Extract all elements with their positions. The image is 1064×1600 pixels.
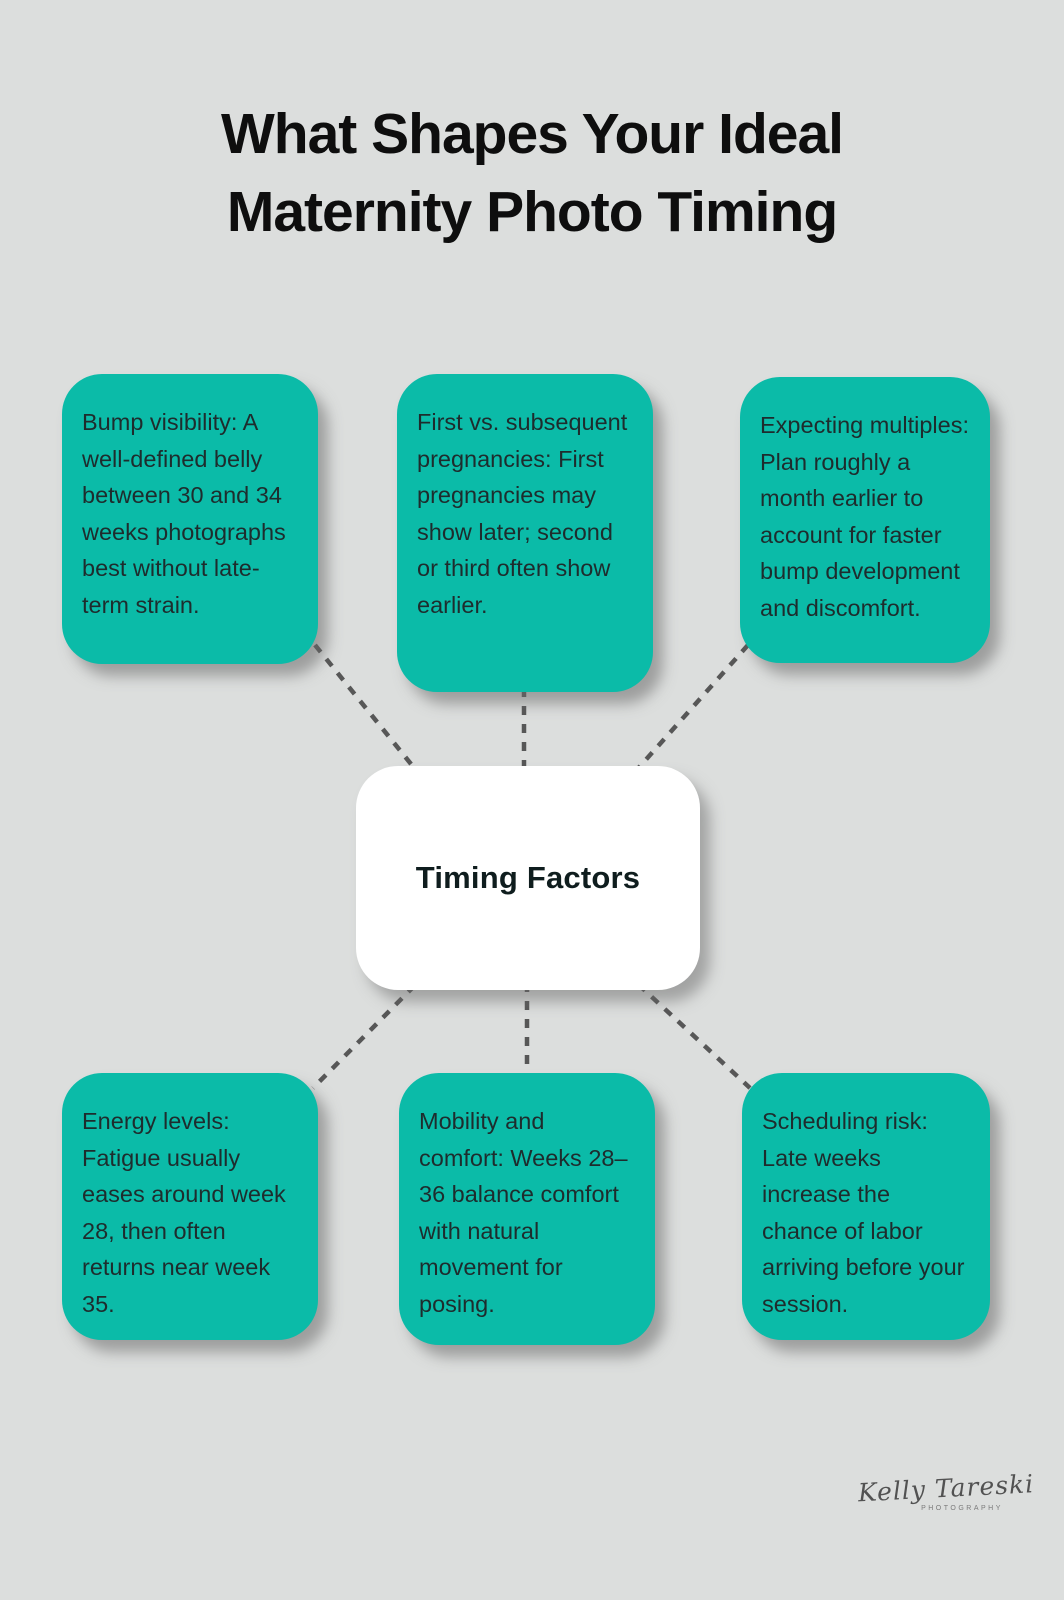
signature-subtitle: PHOTOGRAPHY [921, 1505, 1003, 1512]
factor-node-expecting-multiples: Expecting multiples: Plan roughly a mont… [740, 377, 990, 663]
factor-text: First vs. subsequent pregnancies: First … [417, 409, 628, 618]
connector-bottom-left [311, 958, 442, 1090]
factor-node-first-vs-subsequent: First vs. subsequent pregnancies: First … [397, 374, 653, 692]
center-node-label: Timing Factors [415, 860, 641, 895]
factor-text: Mobility and comfort: Weeks 28–36 balanc… [419, 1108, 628, 1317]
factor-text: Scheduling risk: Late weeks increase the… [762, 1108, 965, 1317]
factor-node-scheduling-risk: Scheduling risk: Late weeks increase the… [742, 1073, 990, 1340]
factor-node-energy-levels: Energy levels: Fatigue usually eases aro… [62, 1073, 318, 1340]
page-title: What Shapes Your Ideal Maternity Photo T… [0, 96, 1064, 251]
photographer-signature: Kelly Tareski PHOTOGRAPHY [857, 1469, 1035, 1512]
connector-bottom-right [610, 958, 752, 1090]
center-node-timing-factors: Timing Factors [356, 766, 700, 990]
factor-text: Energy levels: Fatigue usually eases aro… [82, 1108, 286, 1317]
factor-node-bump-visibility: Bump visibility: A well-defined belly be… [62, 374, 318, 664]
page-title-text: What Shapes Your Ideal Maternity Photo T… [220, 102, 844, 244]
factor-text: Expecting multiples: Plan roughly a mont… [760, 412, 969, 621]
factor-text: Bump visibility: A well-defined belly be… [82, 409, 286, 618]
signature-name: Kelly Tareski [857, 1469, 1035, 1508]
factor-node-mobility-and-comfort: Mobility and comfort: Weeks 28–36 balanc… [399, 1073, 655, 1345]
